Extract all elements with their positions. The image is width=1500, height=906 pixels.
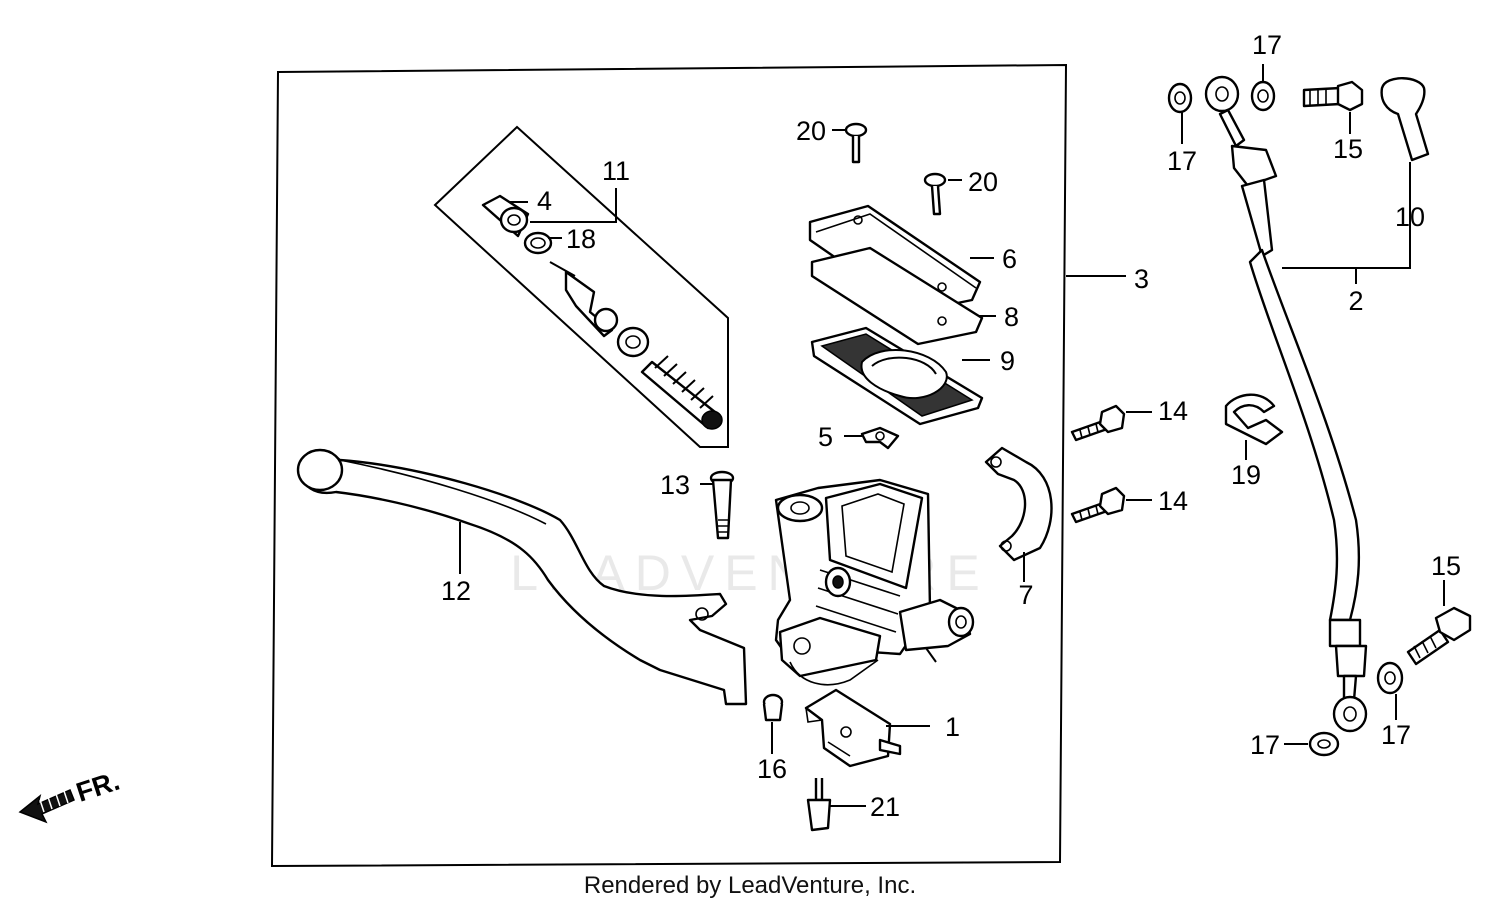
callout-17-top-left: 17 — [1167, 146, 1197, 176]
callout-21: 21 — [870, 792, 900, 822]
pivot-bolt — [709, 470, 735, 540]
circlip — [523, 231, 553, 255]
assembly-frame — [270, 63, 1068, 868]
callout-20-upper: 20 — [796, 116, 826, 146]
sealing-washer-top-left — [1167, 82, 1193, 114]
piston-kit-box — [433, 125, 729, 448]
front-direction-arrow — [18, 789, 75, 824]
piston-cup — [616, 326, 650, 358]
clamp-bolt-upper — [1070, 404, 1126, 442]
front-label: FR. — [73, 766, 124, 808]
banjo-bolt-bottom — [1406, 606, 1472, 666]
brake-light-switch — [804, 688, 902, 768]
sealing-washer-bottom-left — [1308, 731, 1340, 757]
sealing-washer-bottom-right — [1376, 661, 1404, 695]
switch-nut — [762, 693, 784, 722]
callout-11: 11 — [602, 156, 630, 186]
callout-7: 7 — [1018, 580, 1033, 610]
piston — [549, 261, 619, 338]
callout-14-upper: 14 — [1158, 396, 1188, 426]
callout-17-bottom-left: 17 — [1250, 730, 1280, 760]
sealing-washer-top-right — [1250, 80, 1276, 112]
reservoir-plate — [810, 246, 984, 346]
leader-lines — [459, 64, 1445, 807]
callout-12: 12 — [441, 576, 471, 606]
callout-2: 2 — [1348, 286, 1363, 316]
footer-credit: Rendered by LeadVenture, Inc. — [583, 872, 917, 899]
hose-clip — [1224, 393, 1284, 446]
callout-1: 1 — [945, 712, 960, 742]
clamp-bolt-lower — [1070, 486, 1126, 524]
callout-9: 9 — [1000, 346, 1015, 376]
callout-18: 18 — [566, 224, 596, 254]
banjo-bolt-top — [1302, 80, 1364, 112]
reservoir-cap — [808, 204, 982, 314]
callout-14-lower: 14 — [1158, 486, 1188, 516]
callout-10: 10 — [1395, 202, 1425, 232]
brake-lever — [296, 448, 748, 706]
master-cylinder-body — [774, 478, 975, 686]
callout-17-top-right: 17 — [1252, 30, 1282, 60]
callout-15-top: 15 — [1333, 134, 1363, 164]
plate-holder — [860, 426, 900, 450]
callout-8: 8 — [1004, 302, 1019, 332]
callout-15-bottom: 15 — [1431, 551, 1461, 581]
screw-20-upper — [844, 122, 868, 164]
switch-screw — [806, 778, 832, 832]
callout-17-bottom-right: 17 — [1381, 720, 1411, 750]
piston-spring — [640, 355, 723, 430]
callout-6: 6 — [1002, 244, 1017, 274]
callout-20-lower: 20 — [968, 167, 998, 197]
callout-19: 19 — [1231, 460, 1261, 490]
callout-3: 3 — [1134, 264, 1149, 294]
callout-5: 5 — [818, 422, 833, 452]
callout-4: 4 — [537, 186, 552, 216]
callout-16: 16 — [757, 754, 787, 784]
brake-hose — [1204, 75, 1368, 733]
screw-20-lower — [923, 172, 947, 216]
handlebar-clamp — [984, 446, 1053, 562]
bleeder-cap — [1380, 77, 1430, 162]
diaphragm — [810, 326, 984, 426]
callout-13: 13 — [660, 470, 690, 500]
piston-boot — [481, 194, 530, 238]
